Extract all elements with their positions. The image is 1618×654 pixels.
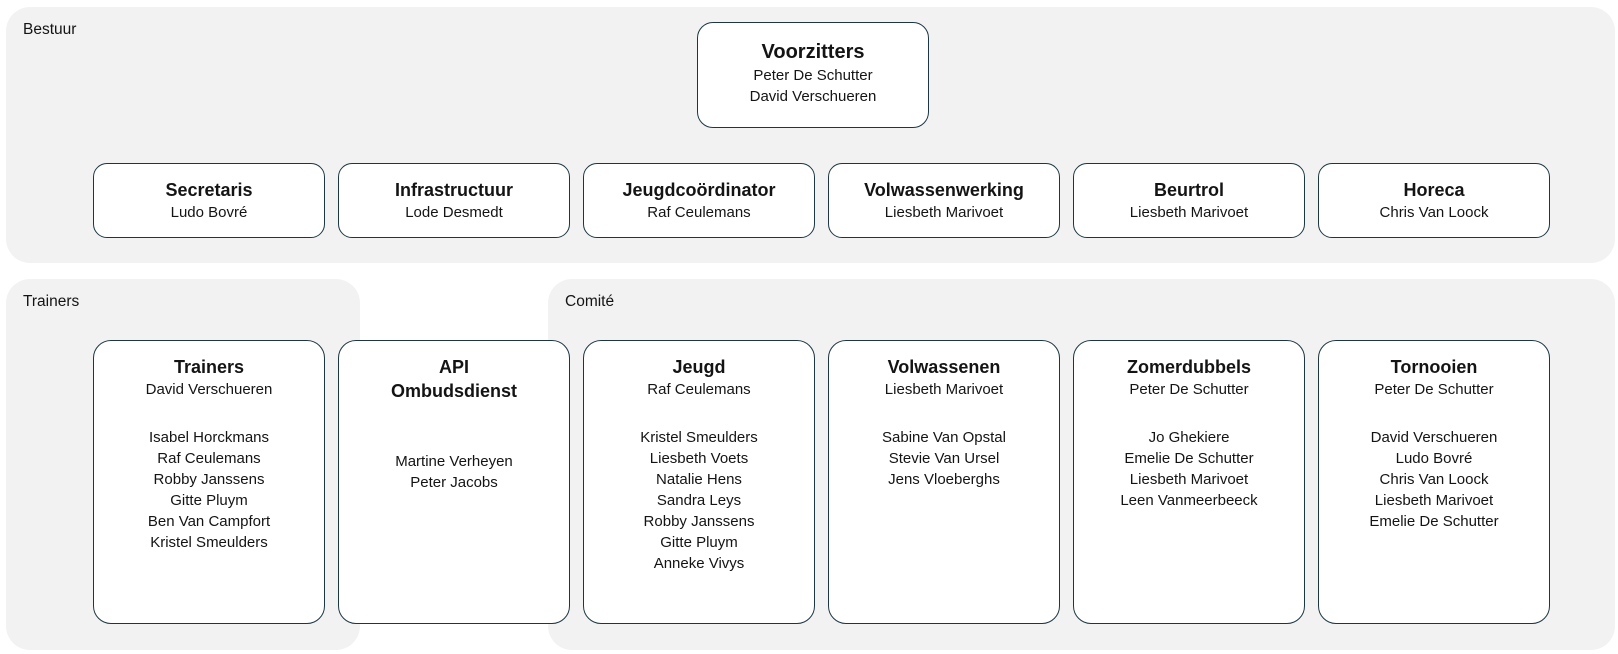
member-name: Stevie Van Ursel bbox=[888, 450, 1000, 467]
member-name: Chris Van Loock bbox=[1379, 471, 1489, 488]
member-name: Sandra Leys bbox=[656, 492, 742, 509]
card-lead-name: Ludo Bovré bbox=[170, 204, 248, 221]
card-lead-name: Peter De Schutter bbox=[1129, 381, 1249, 398]
spacer bbox=[1319, 400, 1549, 427]
member-name: Ben Van Campfort bbox=[147, 513, 271, 530]
member-name: Liesbeth Marivoet bbox=[1129, 471, 1249, 488]
card-title: Voorzitters bbox=[761, 41, 865, 63]
spacer bbox=[339, 424, 569, 451]
card-title: Beurtrol bbox=[1153, 180, 1224, 200]
card-title: Jeugdcoördinator bbox=[622, 180, 776, 200]
member-name: Natalie Hens bbox=[656, 471, 742, 488]
card-title: Volwassenen bbox=[887, 357, 1001, 377]
member-name: Leen Vanmeerbeeck bbox=[1120, 492, 1258, 509]
card-lead-name: David Verschueren bbox=[145, 381, 273, 398]
member-name: Isabel Horckmans bbox=[148, 429, 270, 446]
member-name: Anneke Vivys bbox=[653, 555, 745, 572]
card-title: Tornooien bbox=[1390, 357, 1478, 377]
member-name: Gitte Pluym bbox=[660, 534, 738, 551]
member-name: Liesbeth Voets bbox=[649, 450, 749, 467]
member-name: Ludo Bovré bbox=[1395, 450, 1473, 467]
member-name: David Verschueren bbox=[749, 88, 877, 105]
card-title: Horeca bbox=[1403, 180, 1465, 200]
member-name: Emelie De Schutter bbox=[1124, 450, 1254, 467]
member-name: Gitte Pluym bbox=[170, 492, 248, 509]
card-title: Secretaris bbox=[165, 180, 253, 200]
member-name: Kristel Smeulders bbox=[150, 534, 268, 551]
card-title: API Ombudsdienst bbox=[390, 357, 517, 401]
card-lead-name: Raf Ceulemans bbox=[647, 381, 751, 398]
spacer bbox=[584, 400, 814, 427]
card-title: Jeugd bbox=[672, 357, 726, 377]
card-lead-name: Lode Desmedt bbox=[405, 204, 503, 221]
member-name: Peter De Schutter bbox=[753, 67, 873, 84]
section-label-trainers: Trainers bbox=[23, 293, 80, 310]
member-name: Martine Verheyen bbox=[395, 453, 513, 470]
card-title: Zomerdubbels bbox=[1126, 357, 1251, 377]
member-name: Peter Jacobs bbox=[410, 474, 498, 491]
spacer bbox=[94, 400, 324, 427]
spacer bbox=[829, 400, 1059, 427]
card-lead-name: Liesbeth Marivoet bbox=[884, 204, 1004, 221]
card-lead-name: Liesbeth Marivoet bbox=[884, 381, 1004, 398]
member-name: Sabine Van Opstal bbox=[882, 429, 1006, 446]
card-lead-name bbox=[339, 403, 569, 424]
card-title: Infrastructuur bbox=[394, 180, 513, 200]
member-name: Jo Ghekiere bbox=[1148, 429, 1230, 446]
member-name: Kristel Smeulders bbox=[640, 429, 758, 446]
card-title: Volwassenwerking bbox=[864, 180, 1024, 200]
card-title: Trainers bbox=[173, 357, 245, 377]
section-label-comite: Comité bbox=[565, 293, 615, 310]
member-name: Robby Janssens bbox=[153, 471, 265, 488]
member-name: Jens Vloeberghs bbox=[888, 471, 1000, 488]
member-name: Liesbeth Marivoet bbox=[1374, 492, 1494, 509]
card-lead-name: Liesbeth Marivoet bbox=[1129, 204, 1249, 221]
spacer bbox=[1074, 400, 1304, 427]
card-lead-name: Raf Ceulemans bbox=[647, 204, 751, 221]
member-name: Emelie De Schutter bbox=[1369, 513, 1499, 530]
member-name: Robby Janssens bbox=[643, 513, 755, 530]
card-lead-name: Chris Van Loock bbox=[1379, 204, 1489, 221]
section-label-bestuur: Bestuur bbox=[23, 21, 77, 38]
member-name: Raf Ceulemans bbox=[157, 450, 261, 467]
member-name: David Verschueren bbox=[1370, 429, 1498, 446]
card-lead-name: Peter De Schutter bbox=[1374, 381, 1494, 398]
